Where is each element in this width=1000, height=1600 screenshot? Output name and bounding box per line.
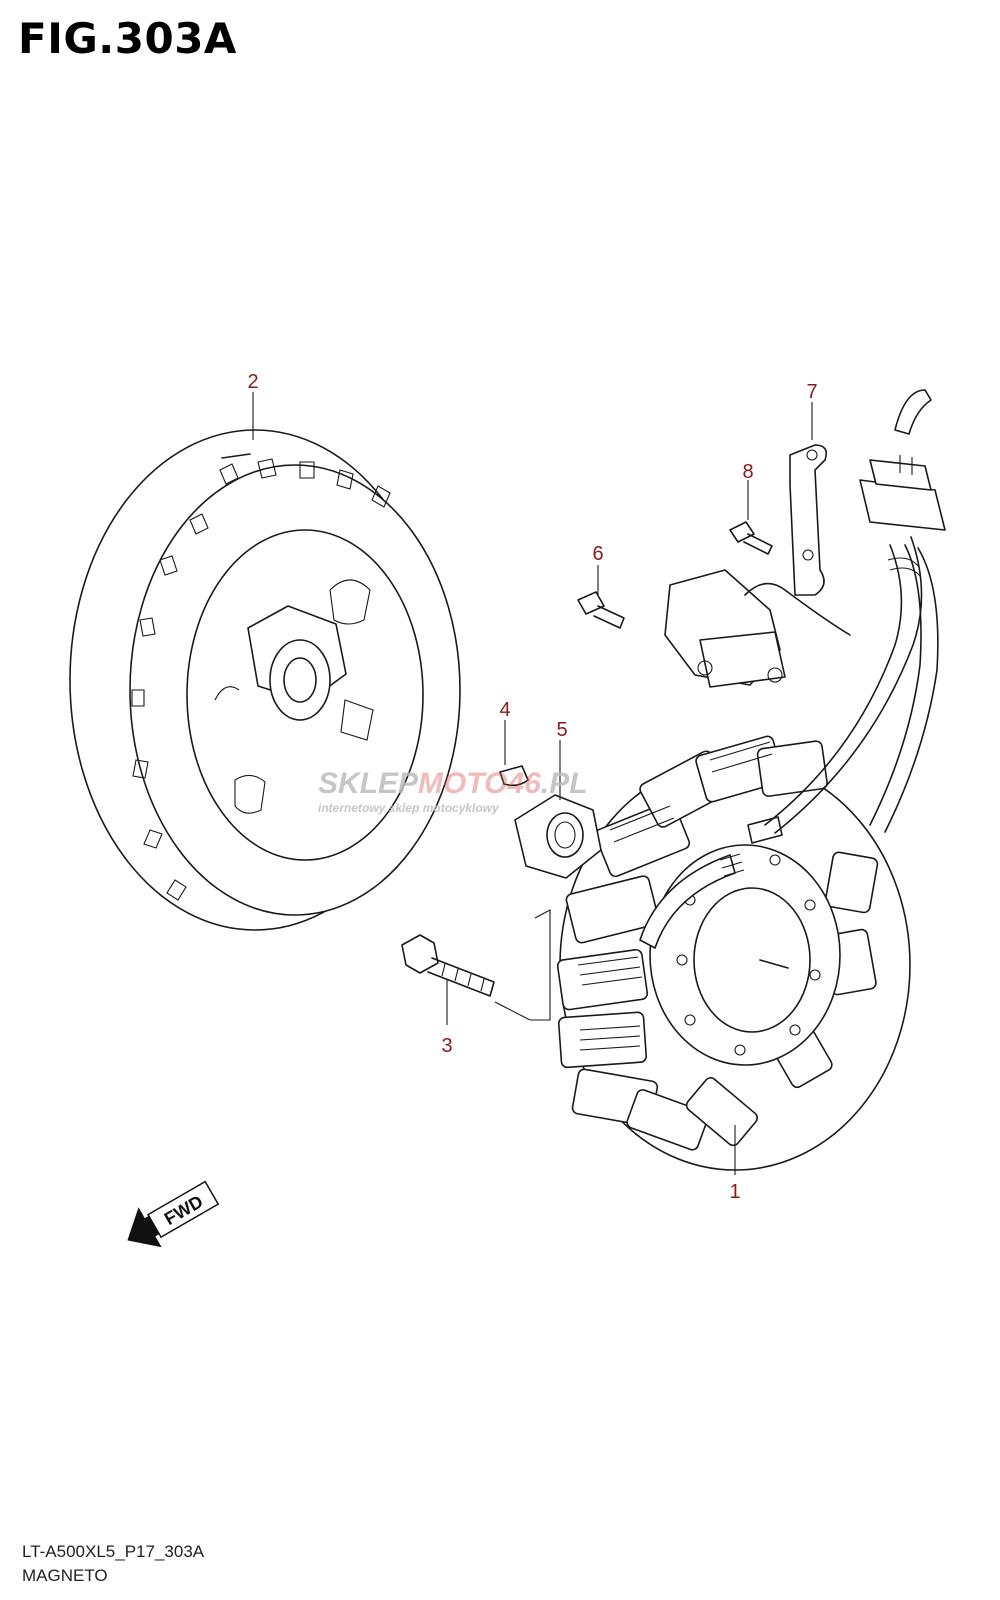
callout-6: 6 [592, 543, 603, 565]
watermark-brand-mid: MOTO [418, 767, 507, 800]
callout-3: 3 [441, 1035, 452, 1057]
diagram-name: MAGNETO [22, 1566, 108, 1585]
fwd-arrow: FWD [127, 1180, 220, 1248]
figure-title: FIG.303A [18, 14, 237, 63]
pickup-bracket [789, 444, 828, 596]
watermark-brand-num: 46 [506, 767, 541, 800]
watermark-brand-prefix: SKLEP [318, 767, 419, 800]
callout-4: 4 [499, 699, 510, 721]
stator-coil [556, 735, 911, 1171]
leader-lines [252, 392, 813, 1175]
callout-8: 8 [742, 461, 753, 483]
watermark-tagline: internetowy sklep motocyklowy [318, 801, 500, 815]
nut-part-5 [514, 794, 602, 879]
svg-text:SKLEPMOTO46.PL: SKLEPMOTO46.PL [318, 767, 588, 800]
bolt-part-8 [729, 521, 773, 555]
diagram-code: LT-A500XL5_P17_303A [22, 1542, 205, 1561]
watermark-brand-tld: .PL [541, 767, 588, 800]
watermark: SKLEPMOTO46.PL internetowy sklep motocyk… [318, 767, 588, 815]
bolt-part-6 [577, 591, 625, 629]
callout-2: 2 [247, 371, 258, 393]
key-part-4 [499, 765, 529, 787]
callout-5: 5 [556, 719, 567, 741]
pickup-coil [664, 569, 851, 688]
flywheel-rotor [69, 429, 461, 931]
callout-1: 1 [729, 1181, 740, 1203]
wire-harness [764, 389, 946, 834]
bolt-part-3 [401, 934, 495, 997]
callout-7: 7 [806, 381, 817, 403]
